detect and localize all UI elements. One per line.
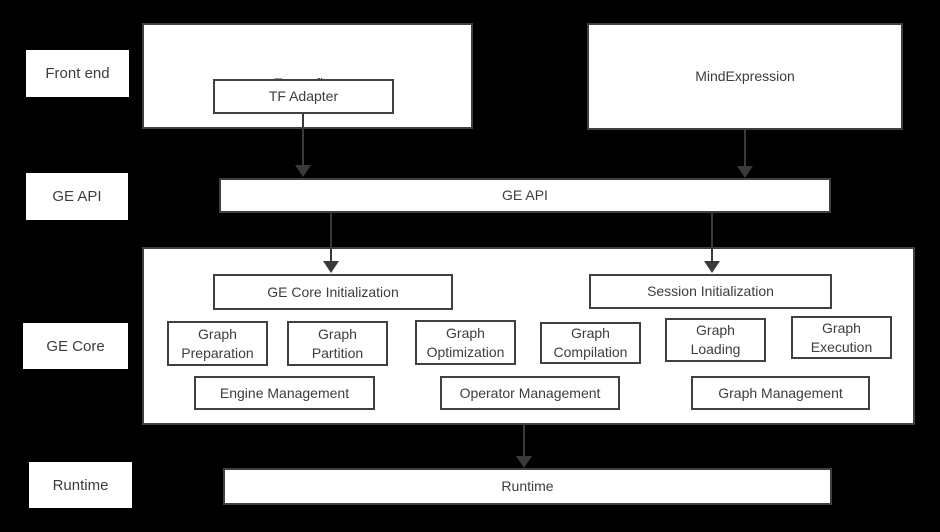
arrow-tf-adapter-to-ge-api	[295, 114, 311, 177]
arrow-head-icon	[516, 456, 532, 468]
arrow-head-icon	[704, 261, 720, 273]
operator-management-box: Operator Management	[440, 376, 620, 410]
side-label-ge-core: GE Core	[23, 323, 128, 369]
graph-preparation-box: Graph Preparation	[167, 321, 268, 366]
ge-api-bar: GE API	[219, 178, 831, 213]
ge-api-bar-label: GE API	[502, 187, 548, 203]
tf-adapter-label: TF Adapter	[268, 88, 339, 104]
graph-compilation-label: Graph Compilation	[553, 325, 628, 360]
runtime-bar-label: Runtime	[501, 478, 554, 494]
arrow-shaft	[302, 114, 304, 167]
arrow-shaft	[330, 213, 332, 263]
session-initialization-label: Session Initialization	[647, 283, 774, 299]
ge-core-initialization-box: GE Core Initialization	[213, 274, 453, 310]
arrow-ge-api-to-ge-core-initialization	[323, 213, 339, 273]
operator-management-label: Operator Management	[459, 384, 601, 401]
engine-management-box: Engine Management	[194, 376, 375, 410]
graph-loading-box: Graph Loading	[665, 318, 766, 362]
session-initialization-box: Session Initialization	[589, 274, 832, 309]
tf-adapter-box: TF Adapter	[213, 79, 394, 114]
engine-management-label: Engine Management	[219, 384, 350, 401]
ge-core-initialization-label: GE Core Initialization	[267, 283, 399, 300]
ge-core-box: GE Core Initialization Session Initializ…	[142, 247, 915, 425]
arrow-mindexpression-to-ge-api	[737, 130, 753, 178]
graph-loading-label: Graph Loading	[690, 322, 741, 357]
arrow-ge-core-to-runtime	[516, 425, 532, 468]
side-label-front-end: Front end	[26, 50, 129, 97]
graph-execution-box: Graph Execution	[791, 316, 892, 359]
graph-management-box: Graph Management	[691, 376, 870, 410]
side-label-front-end-text: Front end	[45, 65, 110, 82]
arrow-shaft	[744, 130, 746, 168]
graph-partition-label: Graph Partition	[311, 325, 364, 361]
arrow-shaft	[711, 213, 713, 263]
arrow-ge-api-to-session-initialization	[704, 213, 720, 273]
side-label-ge-core-text: GE Core	[46, 337, 105, 355]
side-label-ge-api: GE API	[26, 173, 128, 220]
side-label-runtime: Runtime	[29, 462, 132, 508]
side-label-runtime-text: Runtime	[52, 476, 109, 494]
graph-execution-label: Graph Execution	[810, 319, 873, 355]
graph-partition-box: Graph Partition	[287, 321, 388, 366]
arrow-head-icon	[295, 165, 311, 177]
arrow-shaft	[523, 425, 525, 458]
mindexpression-label: MindExpression	[695, 68, 795, 84]
arrow-head-icon	[323, 261, 339, 273]
graph-compilation-box: Graph Compilation	[540, 322, 641, 364]
graph-management-label: Graph Management	[718, 384, 843, 401]
runtime-bar: Runtime	[223, 468, 832, 505]
tensorflow-box: Tensorflow TF Adapter	[142, 23, 473, 129]
mindexpression-box: MindExpression	[587, 23, 903, 130]
graph-preparation-label: Graph Preparation	[181, 325, 254, 361]
graph-optimization-label: Graph Optimization	[426, 324, 505, 360]
graph-optimization-box: Graph Optimization	[415, 320, 516, 365]
side-label-ge-api-text: GE API	[52, 188, 102, 205]
arrow-head-icon	[737, 166, 753, 178]
